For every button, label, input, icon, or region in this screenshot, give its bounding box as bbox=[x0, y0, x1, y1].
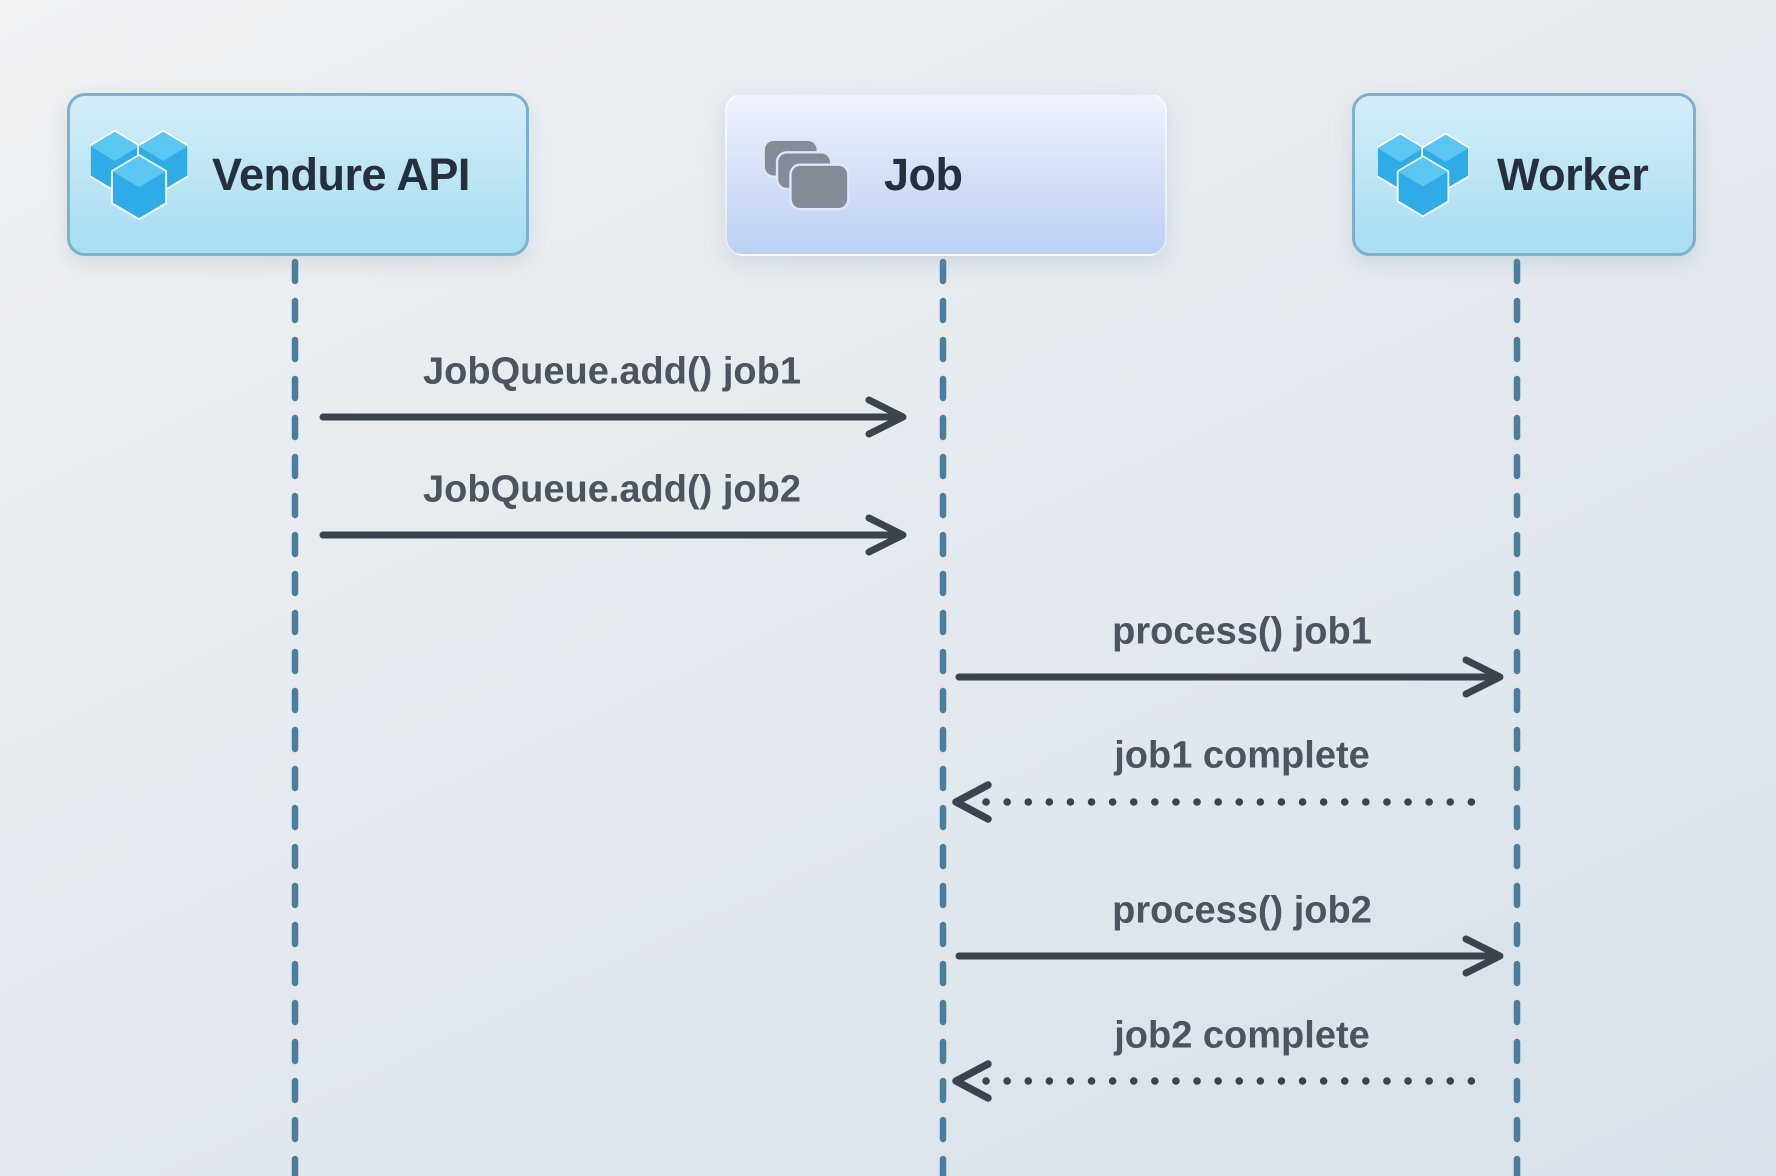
message-label-jobqueue-add-job2: JobQueue.add() job2 bbox=[423, 468, 801, 511]
message-label-process-job2: process() job2 bbox=[1112, 889, 1372, 932]
message-label-process-job1: process() job1 bbox=[1112, 610, 1372, 653]
message-arrow-jobqueue-add-job2 bbox=[319, 514, 907, 556]
vendure-cubes-icon bbox=[1377, 132, 1469, 217]
actor-label-worker: Worker bbox=[1497, 148, 1649, 200]
message-arrow-process-job1 bbox=[955, 656, 1504, 698]
actor-label-job: Job bbox=[884, 148, 963, 200]
actor-vendure-api: Vendure API bbox=[67, 93, 529, 256]
vendure-cubes-icon bbox=[90, 129, 188, 220]
job-stack-icon bbox=[762, 138, 850, 211]
message-label-jobqueue-add-job1: JobQueue.add() job1 bbox=[423, 350, 801, 393]
message-arrow-process-job2 bbox=[955, 935, 1504, 977]
actor-worker: Worker bbox=[1352, 93, 1696, 256]
message-arrow-job1-complete bbox=[952, 781, 1488, 823]
message-label-job2-complete: job2 complete bbox=[1114, 1014, 1370, 1057]
message-arrow-job2-complete bbox=[952, 1060, 1488, 1102]
actor-job: Job bbox=[725, 93, 1167, 256]
message-arrow-jobqueue-add-job1 bbox=[319, 396, 907, 438]
message-label-job1-complete: job1 complete bbox=[1114, 734, 1370, 777]
actor-label-vendure-api: Vendure API bbox=[212, 148, 470, 200]
